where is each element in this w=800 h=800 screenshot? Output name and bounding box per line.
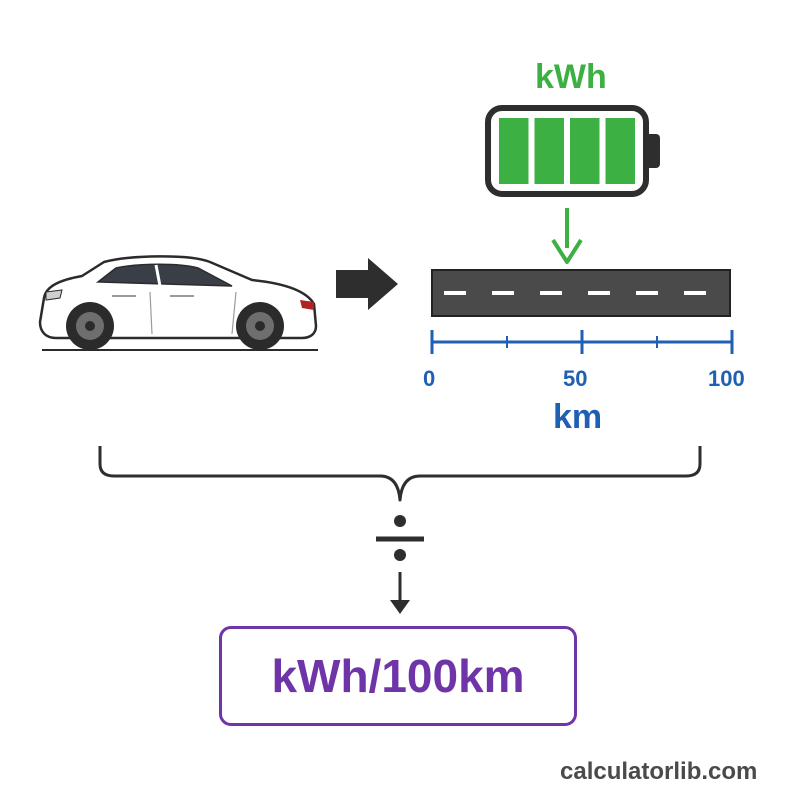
battery-full-icon xyxy=(485,105,660,197)
electric-car-icon xyxy=(38,255,318,351)
result-box: kWh/100km xyxy=(219,626,577,726)
battery-cell xyxy=(534,118,564,184)
road-lane-dash xyxy=(540,291,562,295)
road-icon xyxy=(431,269,731,317)
road-lane-dash xyxy=(492,291,514,295)
division-icon xyxy=(376,515,424,561)
road-lane-dash xyxy=(588,291,610,295)
scale-tick-label-100: 100 xyxy=(708,366,745,391)
right-arrow-icon xyxy=(336,258,398,310)
battery-kwh-label: kWh xyxy=(535,58,607,96)
down-arrow-icon xyxy=(390,572,410,614)
battery-cell xyxy=(605,118,635,184)
battery-cell xyxy=(570,118,600,184)
down-arrow-green-icon xyxy=(551,208,583,264)
curly-brace xyxy=(98,446,702,502)
road-lane-dash xyxy=(636,291,658,295)
watermark: calculatorlib.com xyxy=(560,758,758,785)
scale-tick-label-0: 0 xyxy=(423,366,436,391)
distance-unit-label: km xyxy=(553,398,603,436)
battery-cell xyxy=(499,118,529,184)
road-lane-dash xyxy=(684,291,706,295)
result-formula-text: kWh/100km xyxy=(271,650,525,702)
scale-tick-label-50: 50 xyxy=(563,366,588,391)
road-lane-dash xyxy=(444,291,466,295)
km-scale xyxy=(430,330,734,354)
